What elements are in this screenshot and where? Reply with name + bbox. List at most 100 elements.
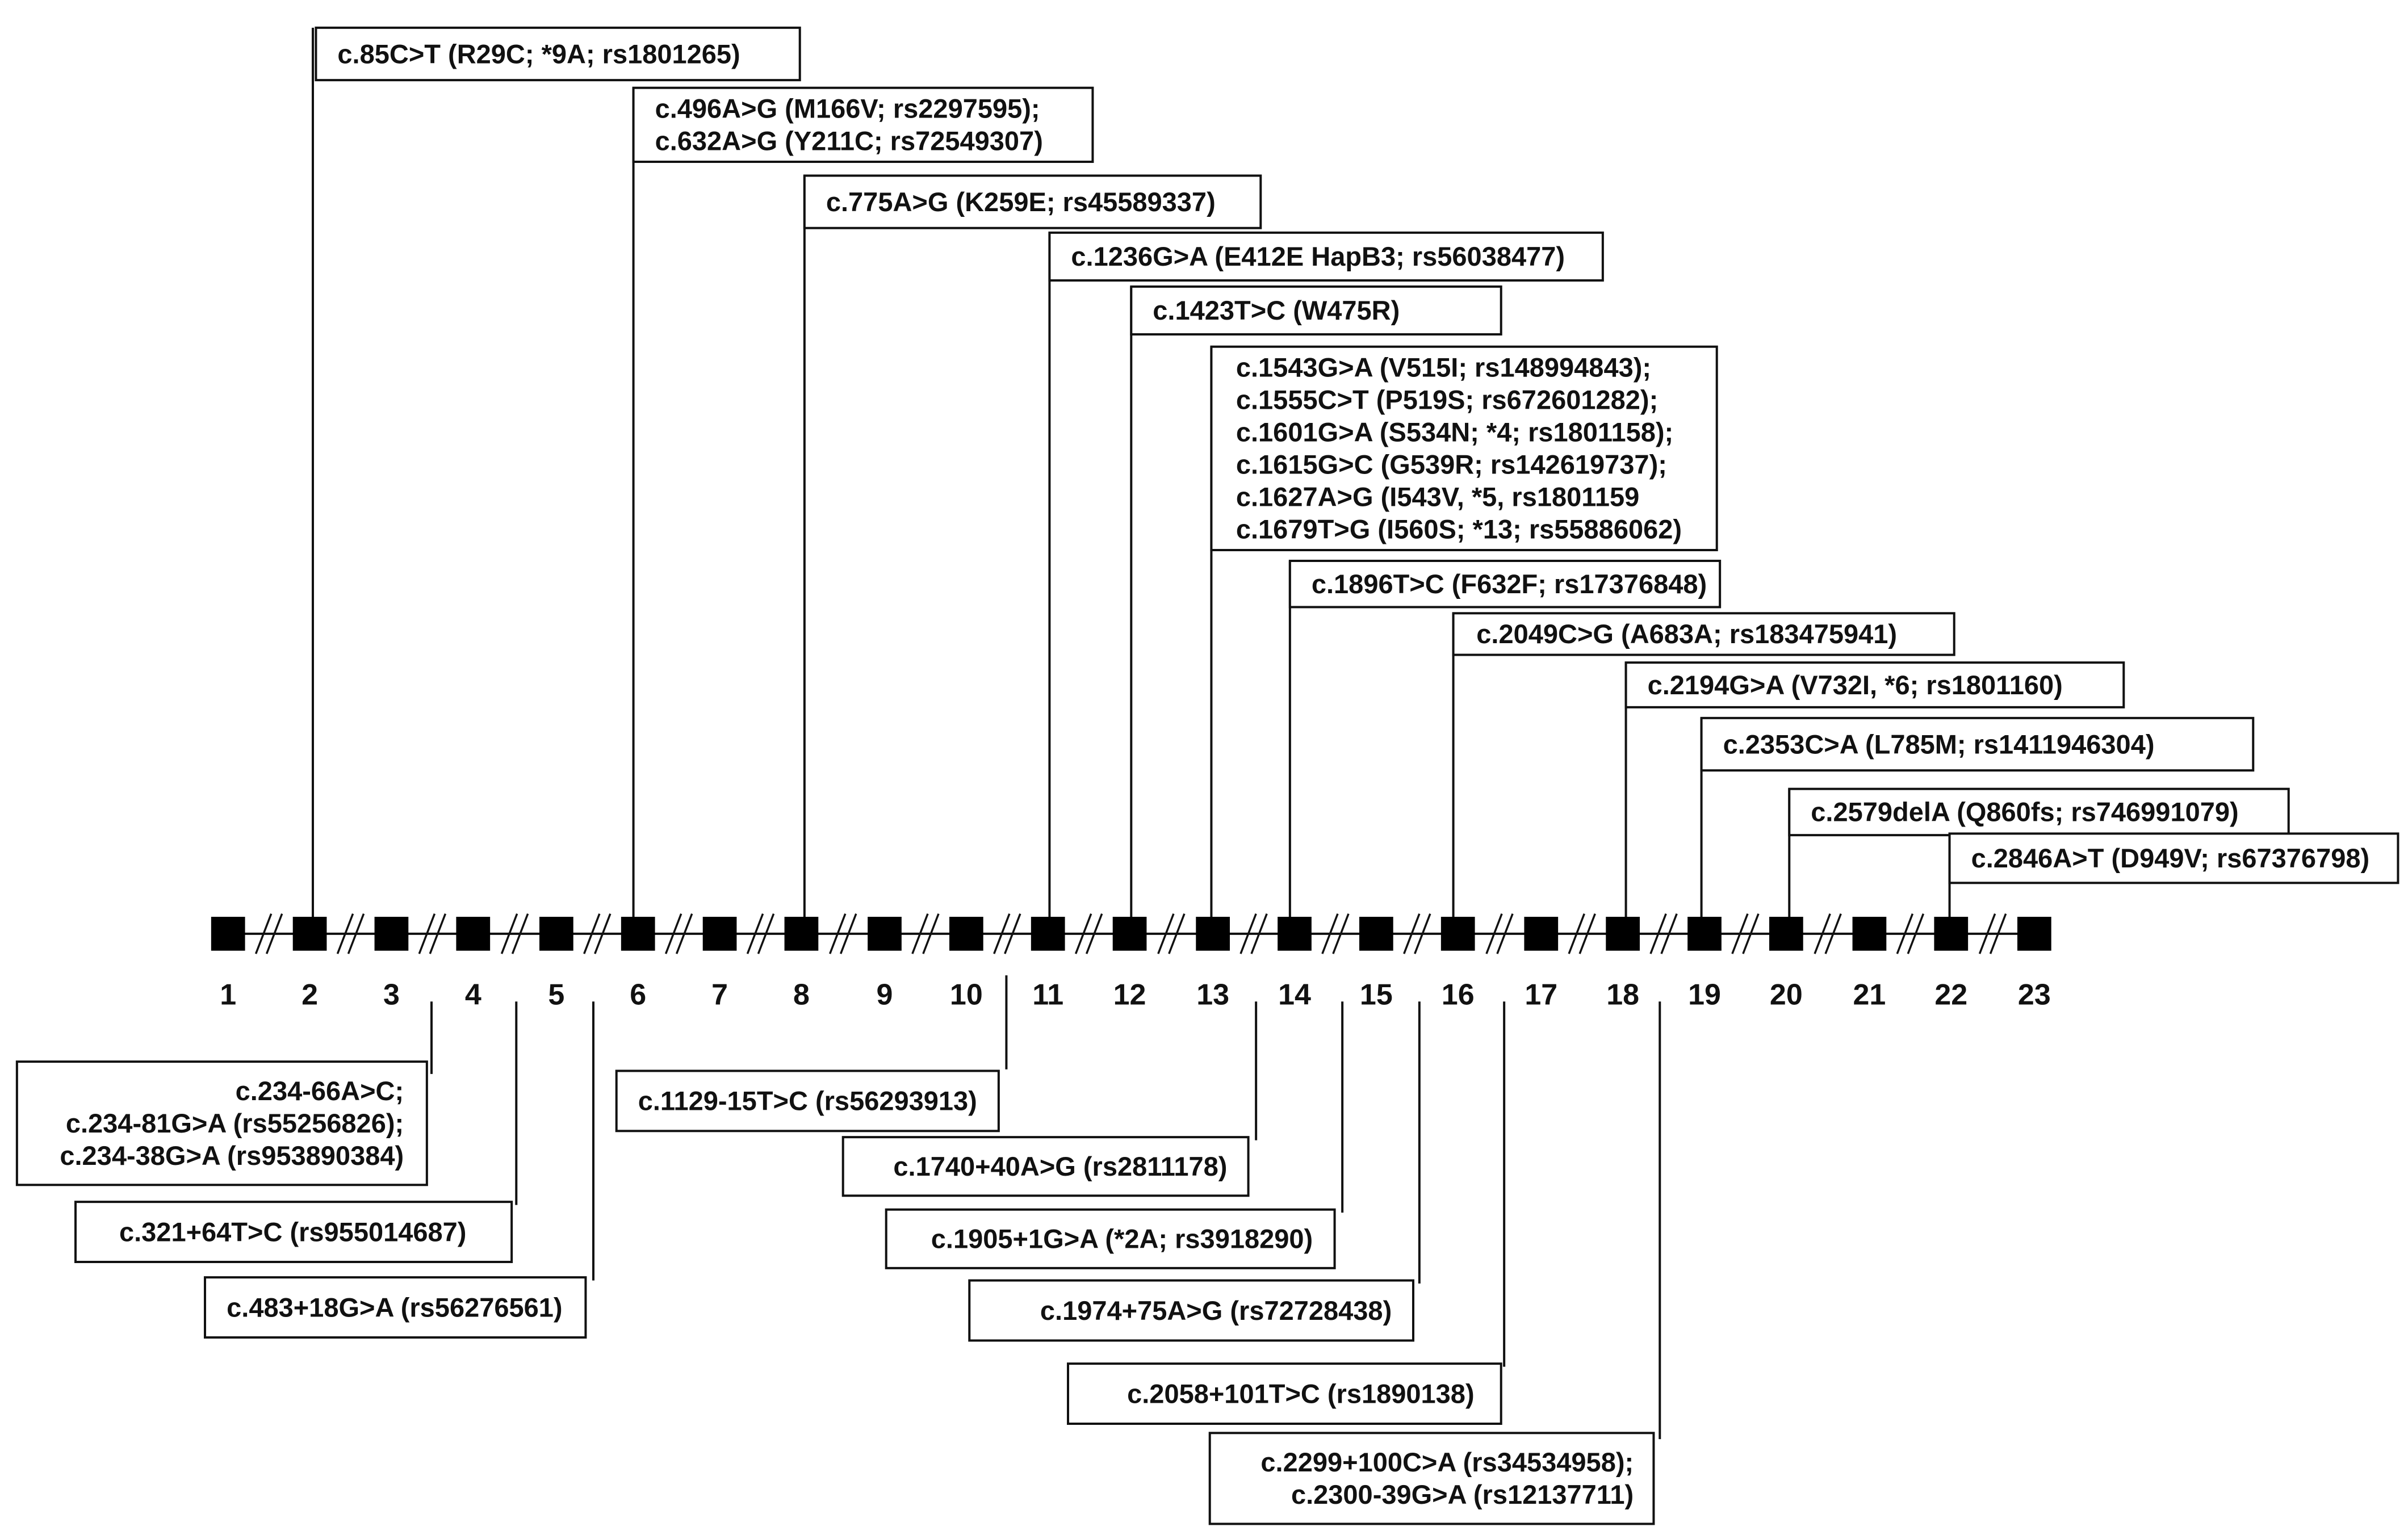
- variant-label-box: [1624, 661, 2125, 708]
- intron-break-mark: [1814, 913, 1842, 954]
- variant-text: c.1236G>A (E412E HapB3; rs56038477): [1071, 241, 1565, 271]
- exonic-variant-label: c.1423T>C (W475R): [1130, 285, 1502, 336]
- exon-13-block: [1196, 917, 1230, 951]
- exon-number: 23: [2018, 979, 2051, 1012]
- intron-break-mark: [1157, 913, 1186, 954]
- intronic-variant-label: c.1905+1G>A (*2A; rs3918290): [885, 1208, 1336, 1269]
- variant-label-box: [315, 26, 801, 82]
- variant-text: c.1615G>C (G539R; rs142619737);: [1236, 450, 1667, 480]
- exon-2-block: [292, 917, 327, 951]
- exon-3-block: [374, 917, 409, 951]
- intron-break-mark: [1239, 913, 1268, 954]
- intron-break-mark: [336, 913, 365, 954]
- intron-break-mark: [746, 913, 775, 954]
- exon-1-block: [211, 917, 245, 951]
- exon-number: 10: [950, 979, 983, 1012]
- variant-text: c.1740+40A>G (rs2811178): [893, 1151, 1227, 1181]
- exonic-variant-label: c.2049C>G (A683A; rs183475941): [1452, 612, 1955, 656]
- exonic-variant-label: c.85C>T (R29C; *9A; rs1801265): [315, 26, 801, 82]
- intron-break-mark: [1074, 913, 1103, 954]
- exon-23-block: [2017, 917, 2051, 951]
- variant-text: c.234-81G>A (rs55256826);: [66, 1108, 404, 1138]
- exonic-variant-label: c.2846A>T (D949V; rs67376798): [1948, 832, 2399, 884]
- variant-text: c.1555C>T (P519S; rs672601282);: [1236, 385, 1658, 415]
- exon-9-block: [868, 917, 902, 951]
- intron-break-mark: [1568, 913, 1596, 954]
- intron-break-mark: [418, 913, 447, 954]
- intron-break-mark: [1731, 913, 1760, 954]
- exon-number: 18: [1606, 979, 1639, 1012]
- intron-break-mark: [1649, 913, 1678, 954]
- intron-break-mark: [583, 913, 612, 954]
- exon-number: 13: [1196, 979, 1229, 1012]
- variant-label-box: [204, 1276, 587, 1339]
- exonic-variant-label: c.2579delA (Q860fs; rs746991079): [1788, 787, 2290, 837]
- exonic-variant-label: c.1896T>C (F632F; rs17376848): [1288, 560, 1722, 609]
- variant-text: c.1896T>C (F632F; rs17376848): [1312, 569, 1707, 599]
- exon-number: 15: [1360, 979, 1393, 1012]
- intronic-variant-label: c.1974+75A>G (rs72728438): [968, 1279, 1414, 1342]
- exon-17-block: [1524, 917, 1559, 951]
- variant-text: c.2049C>G (A683A; rs183475941): [1476, 619, 1897, 649]
- exon-number: 7: [711, 979, 728, 1012]
- variant-label-box: [1130, 285, 1502, 336]
- exon-number: 12: [1113, 979, 1146, 1012]
- variant-label-box: [1288, 560, 1722, 609]
- variant-text: c.234-66A>C;: [236, 1076, 404, 1106]
- exon-number: 6: [630, 979, 646, 1012]
- exon-16-block: [1440, 917, 1475, 951]
- variant-label-box: [968, 1279, 1414, 1342]
- variant-label-box: [1210, 345, 1718, 551]
- variant-label-box: [1067, 1362, 1502, 1425]
- exon-4-block: [456, 917, 491, 951]
- exonic-variant-label: c.2353C>A (L785M; rs1411946304): [1700, 716, 2255, 772]
- variant-label-box: [1700, 716, 2255, 772]
- intron-break-mark: [500, 913, 529, 954]
- exon-5-block: [539, 917, 573, 951]
- variant-text: c.483+18G>A (rs56276561): [227, 1292, 562, 1322]
- variant-text: c.321+64T>C (rs955014687): [119, 1217, 466, 1247]
- exon-number: 4: [465, 979, 481, 1012]
- intronic-variant-label: c.2058+101T>C (rs1890138): [1067, 1362, 1502, 1425]
- exonic-variant-label: c.775A>G (K259E; rs45589337): [803, 174, 1262, 229]
- variant-text: c.775A>G (K259E; rs45589337): [826, 187, 1216, 217]
- variant-text: c.2353C>A (L785M; rs1411946304): [1723, 729, 2155, 759]
- exon-number: 8: [793, 979, 810, 1012]
- intron-break-mark: [911, 913, 940, 954]
- variant-text: c.1129-15T>C (rs56293913): [638, 1086, 977, 1116]
- exon-15-block: [1359, 917, 1393, 951]
- variant-label-box: [74, 1201, 513, 1263]
- intronic-variant-label: c.1740+40A>G (rs2811178): [841, 1136, 1250, 1197]
- exon-12-block: [1112, 917, 1147, 951]
- intron-break-mark: [993, 913, 1021, 954]
- exon-number: 22: [1934, 979, 1967, 1012]
- exon-18-block: [1606, 917, 1640, 951]
- variant-label-box: [803, 174, 1262, 229]
- exon-8-block: [784, 917, 819, 951]
- exon-number: 19: [1688, 979, 1721, 1012]
- variant-label-box: [632, 86, 1094, 163]
- variant-text: c.1543G>A (V515I; rs148994843);: [1236, 353, 1651, 383]
- intronic-variant-label: c.2299+100C>A (rs34534958);c.2300-39G>A …: [1208, 1432, 1655, 1525]
- intron-break-mark: [664, 913, 693, 954]
- exon-number: 11: [1032, 979, 1063, 1012]
- exon-6-block: [621, 917, 655, 951]
- variant-text: c.2846A>T (D949V; rs67376798): [1971, 843, 2370, 873]
- variant-label-box: [15, 1060, 428, 1186]
- exon-number: 16: [1442, 979, 1475, 1012]
- exonic-variant-label: c.496A>G (M166V; rs2297595);c.632A>G (Y2…: [632, 86, 1094, 163]
- intron-break-mark: [829, 913, 857, 954]
- variant-label-box: [615, 1070, 1000, 1133]
- intronic-variant-label: c.1129-15T>C (rs56293913): [615, 1070, 1000, 1133]
- exon-22-block: [1934, 917, 1969, 951]
- variant-label-box: [841, 1136, 1250, 1197]
- exon-20-block: [1769, 917, 1803, 951]
- exonic-variant-label: c.2194G>A (V732I, *6; rs1801160): [1624, 661, 2125, 708]
- variant-text: c.1905+1G>A (*2A; rs3918290): [931, 1224, 1313, 1254]
- variant-text: c.85C>T (R29C; *9A; rs1801265): [337, 39, 740, 69]
- variant-text: c.1627A>G (I543V, *5, rs1801159: [1236, 482, 1639, 512]
- intronic-variant-label: c.321+64T>C (rs955014687): [74, 1201, 513, 1263]
- variant-label-box: [1048, 231, 1604, 282]
